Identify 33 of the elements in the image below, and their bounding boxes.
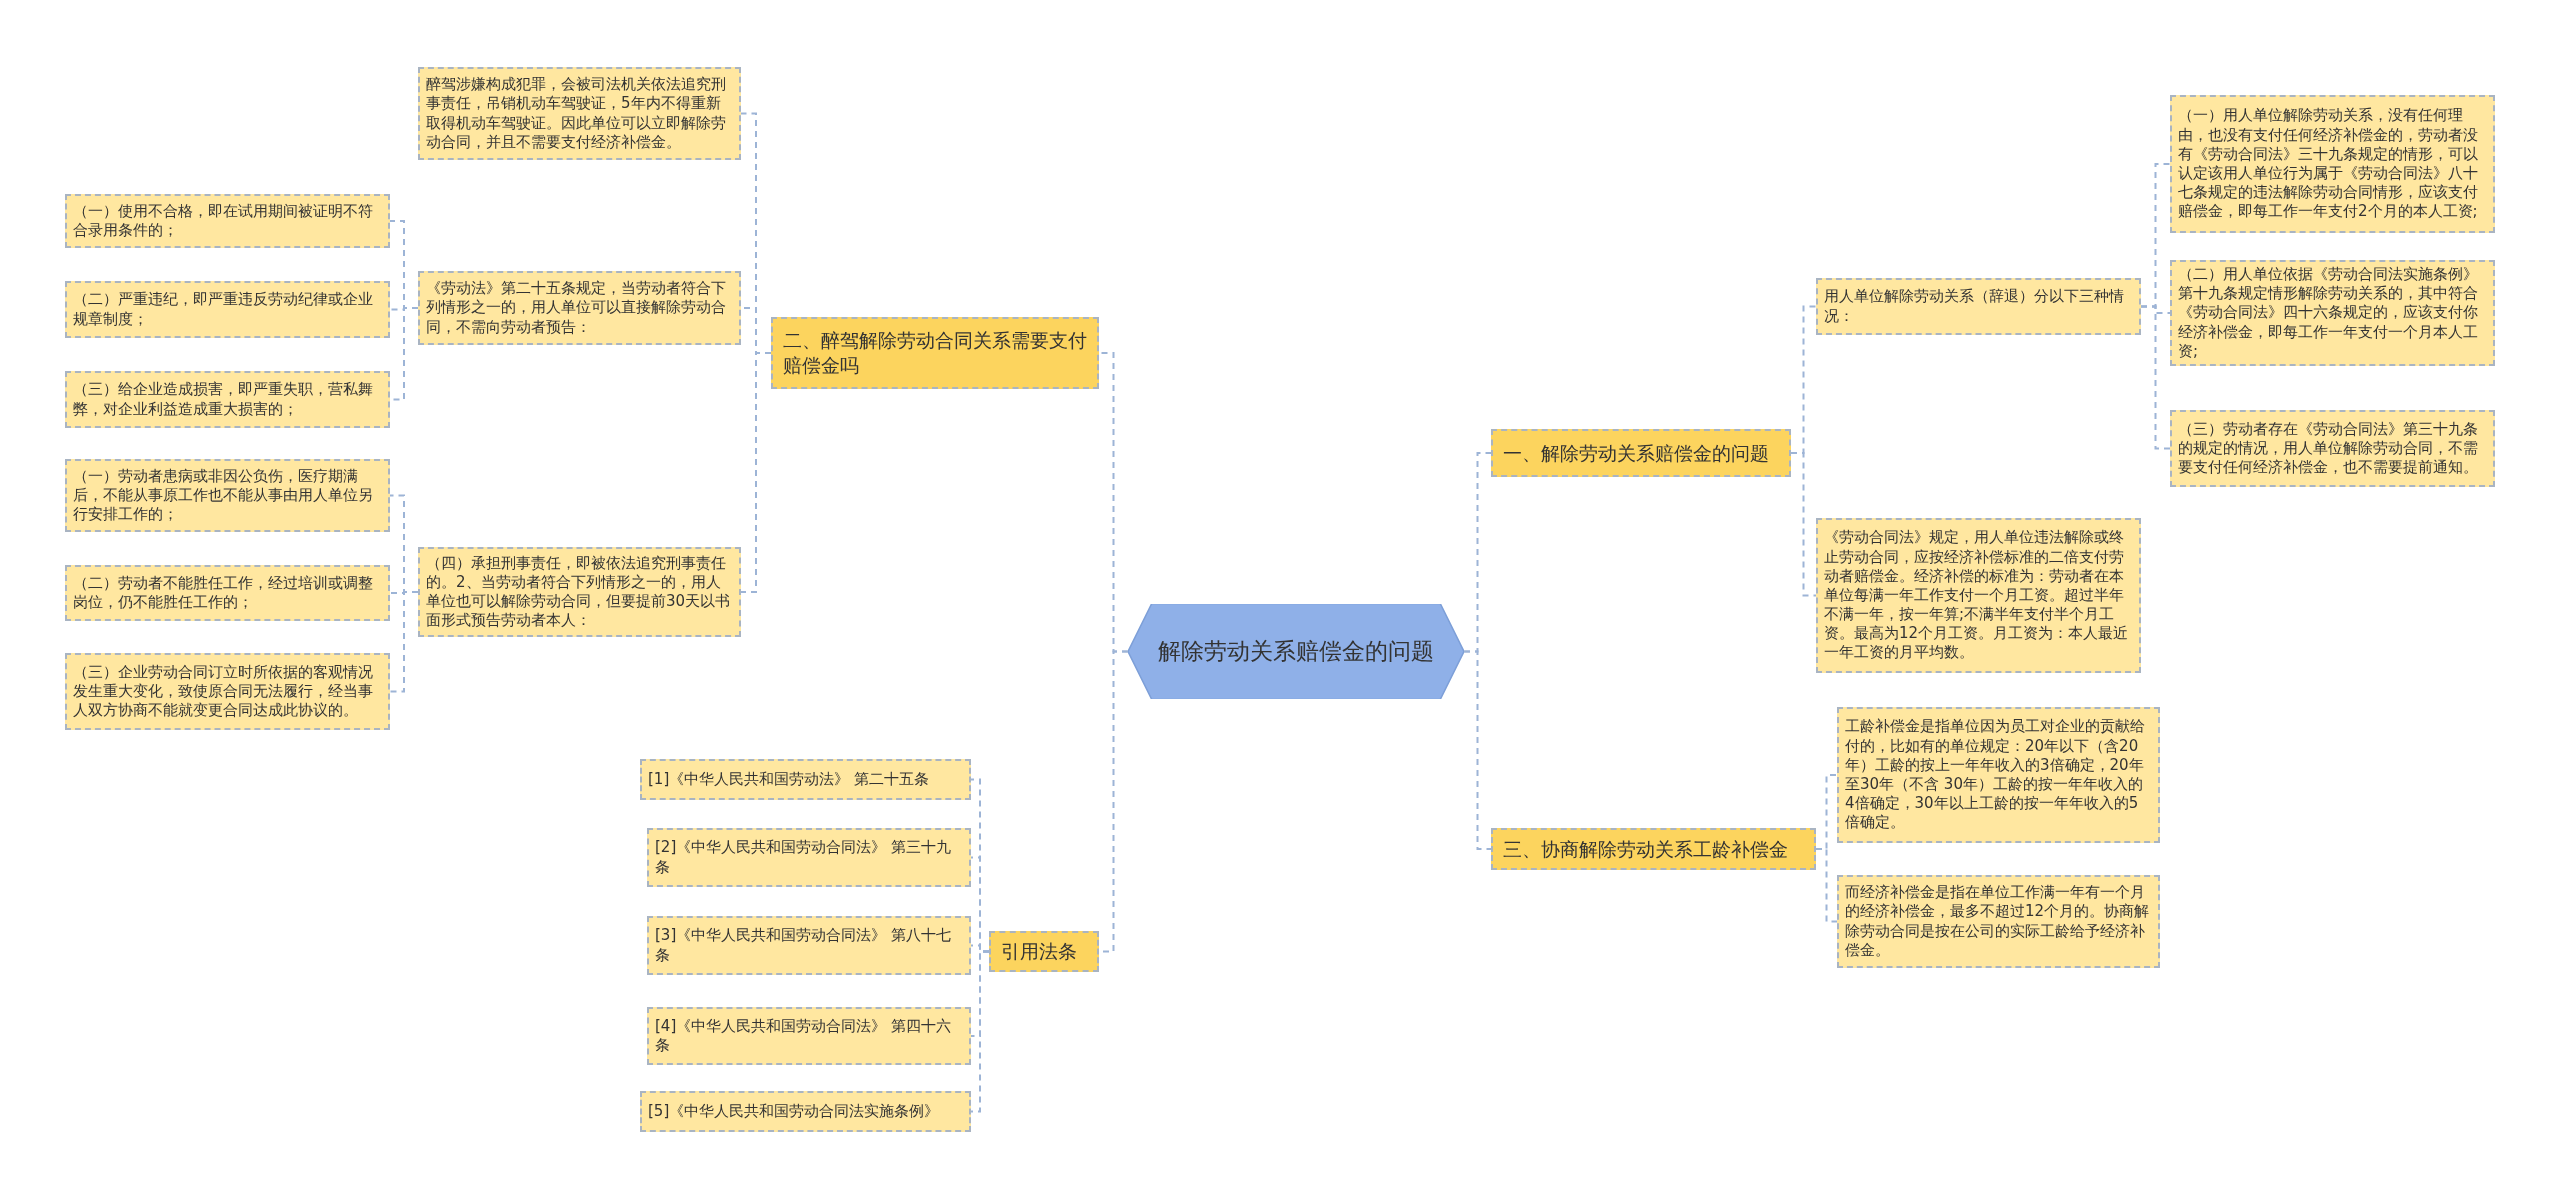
- connector-line: [740, 352, 772, 593]
- note-box: 《劳动法》第二十五条规定，当劳动者符合下列情形之一的，用人单位可以直接解除劳动合同，不需向劳动者预告：: [418, 271, 741, 345]
- note-box: （三）企业劳动合同订立时所依据的客观情况发生重大变化，致使原合同无法履行，经当事人双方协商不能就变更合同达成此协议的。: [65, 653, 390, 730]
- branch-topic-box: 引用法条: [989, 931, 1099, 972]
- connector-line: [1463, 650, 1492, 850]
- note-box: （三）给企业造成损害，即严重失职，营私舞弊，对企业利益造成重大损害的；: [65, 371, 390, 428]
- note-box: [5]《中华人民共和国劳动合同法实施条例》: [640, 1091, 971, 1132]
- note-box: [3]《中华人民共和国劳动合同法》 第八十七条: [647, 916, 971, 975]
- branch-topic-box: 一、解除劳动关系赔偿金的问题: [1491, 429, 1791, 477]
- connector-line: [1790, 452, 1817, 597]
- connector-line: [389, 591, 419, 693]
- connector-line: [970, 950, 990, 1113]
- note-box: [1]《中华人民共和国劳动法》 第二十五条: [640, 759, 971, 800]
- note-box: 而经济补偿金是指在单位工作满一年有一个月的经济补偿金，最多不超过12个月的。协商解除劳动合同是按在公司的实际工龄给予经济补偿金。: [1837, 875, 2160, 968]
- note-box: （一）劳动者患病或非因公负伤，医疗期满后，不能从事原工作也不能从事由用人单位另行安排工作的；: [65, 459, 390, 532]
- note-box: （四）承担刑事责任，即被依法追究刑事责任的。2、当劳动者符合下列情形之一的，用人单位也可以解除劳动合同，但要提前30天以书面形式预告劳动者本人：: [418, 547, 741, 637]
- note-box: 《劳动合同法》规定，用人单位违法解除或终止劳动合同，应按经济补偿标准的二倍支付劳动者赔偿金。经济补偿的标准为：劳动者在本单位每满一年工作支付一个月工资。超过半年不满一年，按一年算;不满半年支付半个月工资。最高为12个月工资。月工资为：本人最近一年工资的月平均数。: [1816, 518, 2141, 673]
- note-box: [2]《中华人民共和国劳动合同法》 第三十九条: [647, 828, 971, 887]
- central-topic: 解除劳动关系赔偿金的问题: [1128, 604, 1464, 699]
- connector-line: [2140, 305, 2171, 450]
- note-box: [4]《中华人民共和国劳动合同法》 第四十六条: [647, 1007, 971, 1065]
- note-box: 工龄补偿金是指单位因为员工对企业的贡献给付的，比如有的单位规定：20年以下（含20年）工龄的按上一年年收入的3倍确定，20年至30年（不含 30年）工龄的按一年年收入的4倍确定，30年以上工龄的按一年年收入的5倍确定。: [1837, 707, 2160, 843]
- note-box: （一）用人单位解除劳动关系，没有任何理由，也没有支付任何经济补偿金的，劳动者没有《劳动合同法》三十九条规定的情形，可以认定该用人单位行为属于《劳动合同法》八十七条规定的违法解除劳动合同情形，应该支付赔偿金，即每工作一年支付2个月的本人工资;: [2170, 95, 2495, 233]
- branch-topic-box: 二、醉驾解除劳动合同关系需要支付赔偿金吗: [771, 317, 1099, 389]
- branch-topic-box: 三、协商解除劳动关系工龄补偿金: [1491, 828, 1816, 870]
- note-box: （二）劳动者不能胜任工作，经过培训或调整岗位，仍不能胜任工作的；: [65, 565, 390, 621]
- note-box: （一）使用不合格，即在试用期间被证明不符合录用条件的；: [65, 194, 390, 248]
- note-box: （三）劳动者存在《劳动合同法》第三十九条的规定的情况，用人单位解除劳动合同，不需要支付任何经济补偿金，也不需要提前通知。: [2170, 410, 2495, 487]
- note-box: 用人单位解除劳动关系（辞退）分以下三种情况：: [1816, 278, 2141, 335]
- note-box: 醉驾涉嫌构成犯罪，会被司法机关依法追究刑事责任，吊销机动车驾驶证，5年内不得重新取得机动车驾驶证。因此单位可以立即解除劳动合同，并且不需要支付经济补偿金。: [418, 67, 741, 160]
- note-box: （二）严重违纪，即严重违反劳动纪律或企业规章制度；: [65, 281, 390, 338]
- note-box: （二）用人单位依据《劳动合同法实施条例》第十九条规定情形解除劳动关系的，其中符合《劳动合同法》四十六条规定的，应该支付你经济补偿金，即每工作一年支付一个月本人工资;: [2170, 260, 2495, 366]
- connector-line: [1815, 848, 1838, 923]
